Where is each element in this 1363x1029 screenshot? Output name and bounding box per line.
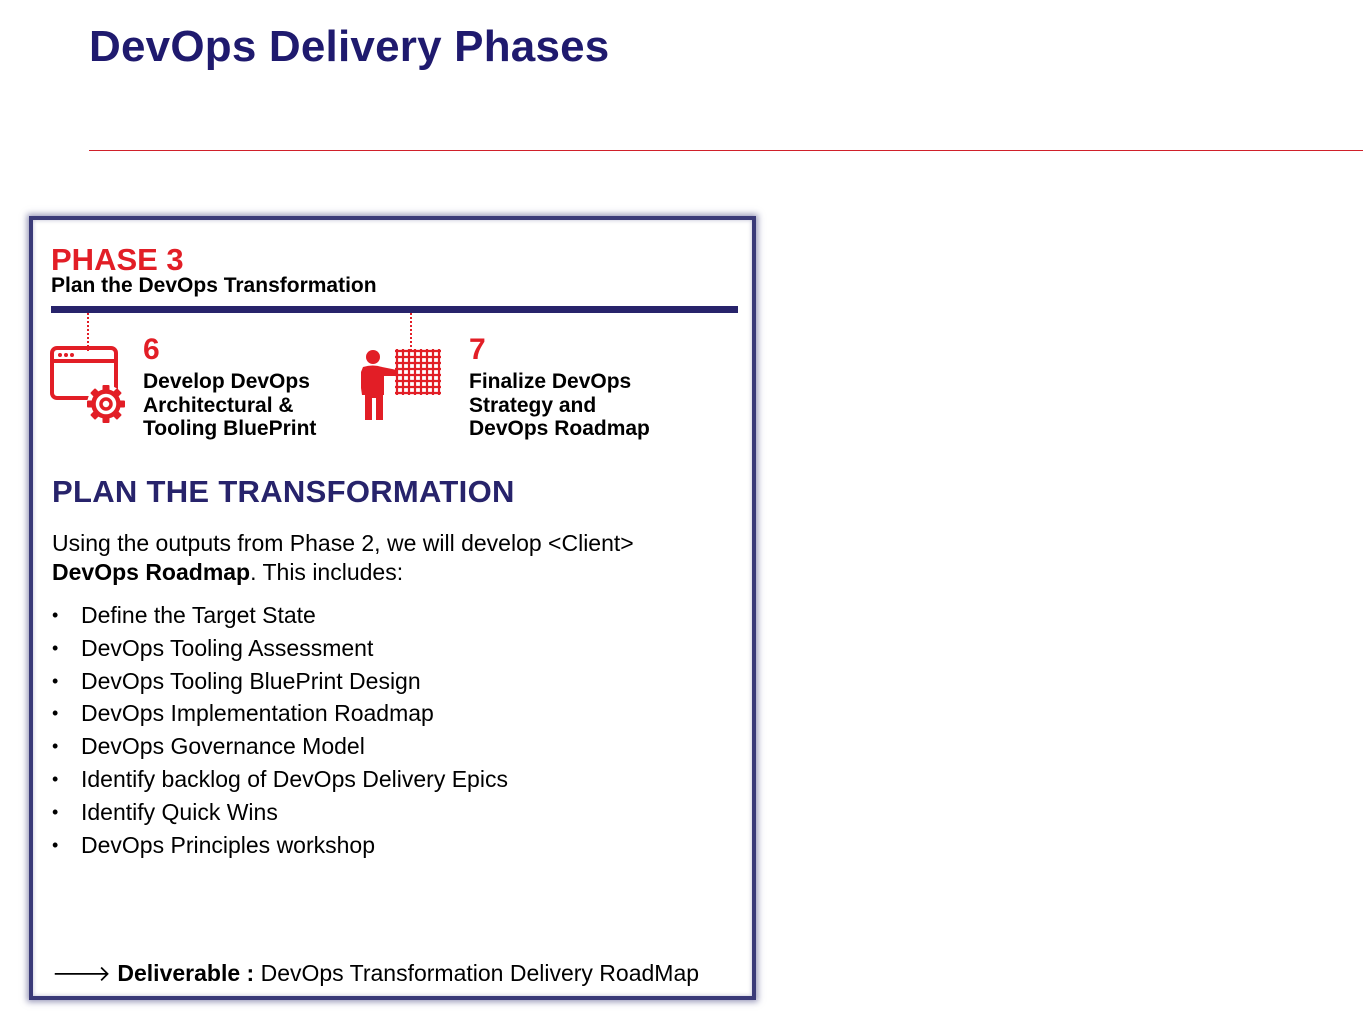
intro-text: Using the outputs from Phase 2, we will … <box>52 530 634 556</box>
bullet: • <box>52 670 59 691</box>
list-item: • DevOps Implementation Roadmap <box>52 697 742 730</box>
bullet: • <box>52 605 59 625</box>
bullet: • <box>52 736 59 757</box>
list-item: • DevOps Tooling Assessment <box>52 632 742 665</box>
intro-bold: DevOps Roadmap <box>52 559 251 585</box>
list-item: • Identify backlog of DevOps Delivery Epi… <box>52 763 742 796</box>
presenter-board-icon <box>353 348 445 427</box>
step-6-connector <box>87 313 89 351</box>
step-7-connector <box>410 313 412 351</box>
bullet: • <box>52 834 59 855</box>
deliverable-value: DevOps Transformation Delivery RoadMap <box>260 960 700 986</box>
list-item: • DevOps Principles workshop <box>52 829 742 862</box>
title-divider <box>89 150 1363 151</box>
list-item-text: Define the Target State <box>81 602 316 628</box>
list-item-text: DevOps Tooling BluePrint Design <box>81 667 421 694</box>
bullet: • <box>52 703 59 724</box>
right-arrow-icon: 🡒 <box>52 962 111 987</box>
phase-subtitle: Plan the DevOps Transformation <box>51 274 377 297</box>
deliverable-label: Deliverable : <box>117 960 255 986</box>
phase-bar <box>51 306 738 313</box>
bullet: • <box>52 637 59 658</box>
step-6-number: 6 <box>143 333 160 366</box>
intro-suffix: . This includes: <box>250 559 404 585</box>
bullet: • <box>52 801 59 822</box>
section-heading: PLAN THE TRANSFORMATION <box>52 474 515 509</box>
list-item: • DevOps Governance Model <box>52 730 742 763</box>
deliverable-line: 🡒 Deliverable : DevOps Transformation De… <box>52 960 699 987</box>
step-6-title: Develop DevOps Architectural & Tooling B… <box>143 370 317 440</box>
bullet: • <box>52 768 59 789</box>
intro-paragraph: Using the outputs from Phase 2, we will … <box>52 529 742 587</box>
list-item-text: Identify backlog of DevOps Delivery Epic… <box>81 765 508 792</box>
activity-list: • Define the Target State • DevOps Tooling… <box>52 599 742 861</box>
list-item-text: DevOps Principles workshop <box>81 831 376 858</box>
phase-card: PHASE 3 Plan the DevOps Transformation <box>29 216 756 1000</box>
phase-label: PHASE 3 <box>51 242 184 277</box>
list-item-text: DevOps Implementation Roadmap <box>81 700 434 727</box>
list-item: • Define the Target State <box>52 599 742 632</box>
list-item-text: Identify Quick Wins <box>81 798 278 825</box>
browser-gear-icon <box>50 346 132 433</box>
list-item: • DevOps Tooling BluePrint Design <box>52 665 742 698</box>
page-title: DevOps Delivery Phases <box>89 22 610 71</box>
list-item: • Identify Quick Wins <box>52 796 742 829</box>
list-item-text: DevOps Governance Model <box>81 733 365 760</box>
step-7-number: 7 <box>469 333 486 366</box>
step-7-title: Finalize DevOps Strategy and DevOps Road… <box>469 370 650 440</box>
list-item-text: DevOps Tooling Assessment <box>81 634 374 661</box>
